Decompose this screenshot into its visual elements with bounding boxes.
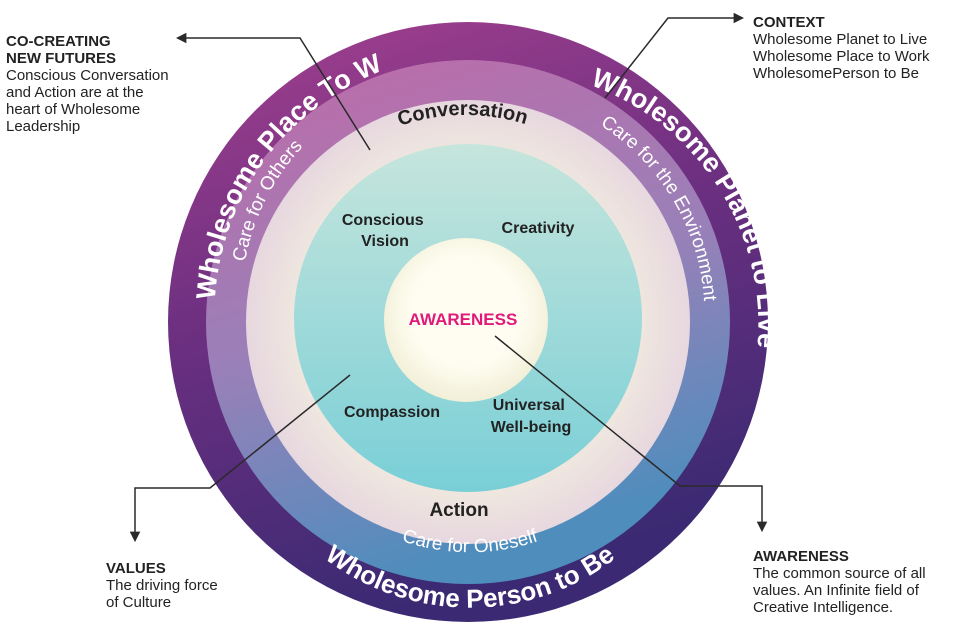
label-universal-well-being: Universal Well-being — [491, 397, 572, 436]
callout-co-creating-line-4: Leadership — [6, 118, 81, 135]
callout-co-creating-line-3: heart of Wholesome — [6, 101, 141, 118]
callout-awareness: AWARENESS The common source of all value… — [753, 548, 953, 616]
callout-co-creating-line-2: and Action are at the — [6, 84, 144, 101]
callout-co-creating: CO-CREATING NEW FUTURES Conscious Conver… — [6, 33, 196, 135]
label-action: Action — [429, 500, 488, 521]
callout-context-title: CONTEXT — [753, 14, 825, 31]
callout-values-title: VALUES — [106, 560, 166, 577]
arrow-co-creating — [175, 32, 371, 151]
callout-context: CONTEXT Wholesome Planet to Live Wholeso… — [753, 14, 953, 82]
callout-awareness-line-2: values. An Infinite field of — [753, 582, 919, 599]
arrow-awareness — [494, 335, 768, 533]
callout-co-creating-title-2: NEW FUTURES — [6, 50, 116, 67]
callout-awareness-line-1: The common source of all — [753, 565, 926, 582]
label-conscious-vision: Conscious Vision — [342, 212, 428, 250]
callout-values-line-1: The driving force — [106, 577, 218, 594]
label-awareness-center: AWARENESS — [409, 310, 518, 329]
callout-context-line-1: Wholesome Planet to Live — [753, 31, 928, 48]
callout-awareness-title: AWARENESS — [753, 548, 849, 565]
label-creativity: Creativity — [502, 220, 575, 237]
callout-values: VALUES The driving force of Culture — [106, 560, 266, 611]
callout-co-creating-line-1: Conscious Conversation — [6, 67, 169, 84]
arrow-values — [129, 374, 351, 543]
callout-context-line-3: WholesomePerson to Be — [753, 65, 919, 82]
callout-values-line-2: of Culture — [106, 594, 172, 611]
callout-context-line-2: Wholesome Place to Work — [753, 48, 930, 65]
callout-co-creating-title-1: CO-CREATING — [6, 33, 111, 50]
arrow-context — [604, 12, 745, 99]
center-circle — [384, 238, 548, 402]
label-compassion: Compassion — [344, 404, 440, 421]
callout-awareness-line-3: Creative Intelligence. — [753, 599, 894, 616]
